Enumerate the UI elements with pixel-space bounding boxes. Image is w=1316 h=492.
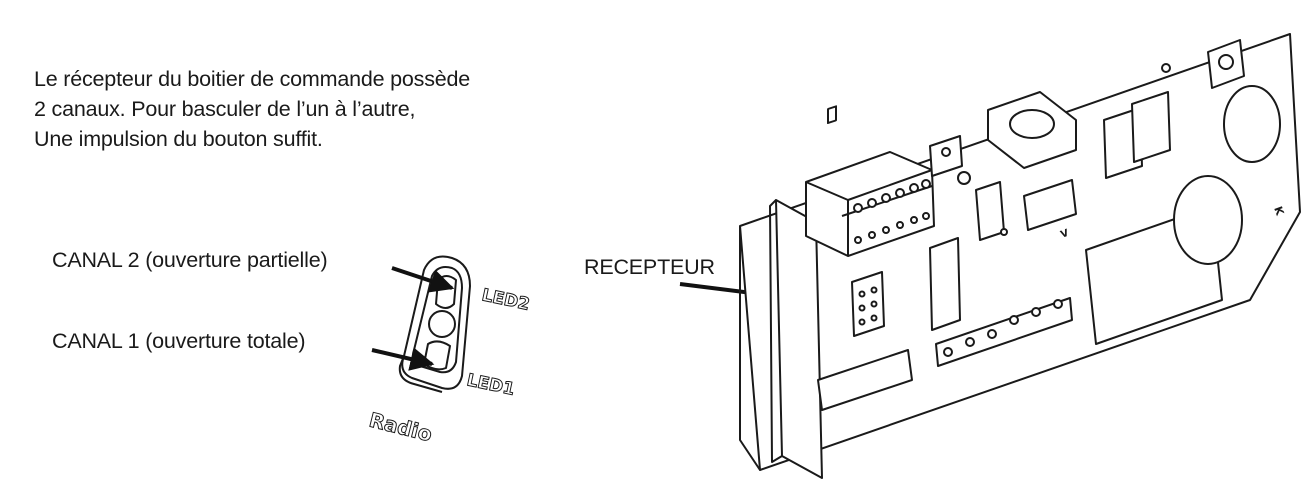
connector-mark-v: V bbox=[1059, 228, 1070, 241]
led1-label: LED1 bbox=[465, 370, 516, 400]
intro-line-3: Une impulsion du bouton suffit. bbox=[34, 127, 323, 151]
recepteur-label: RECEPTEUR bbox=[584, 255, 715, 279]
canal-1-arrow bbox=[371, 347, 435, 371]
led2-label: LED2 bbox=[480, 285, 531, 315]
control-board bbox=[739, 33, 1301, 479]
intro-line-1: Le récepteur du boitier de commande poss… bbox=[34, 67, 471, 91]
intro-line-2: 2 canaux. Pour basculer de l’un à l’autr… bbox=[34, 97, 416, 121]
canal-2-arrow bbox=[391, 266, 455, 293]
radio-button-module bbox=[398, 255, 471, 393]
radio-label: Radio bbox=[367, 408, 435, 447]
canal-2-label: CANAL 2 (ouverture partielle) bbox=[52, 248, 328, 272]
canal-1-label: CANAL 1 (ouverture totale) bbox=[52, 329, 306, 353]
intro-text: Le récepteur du boitier de commande poss… bbox=[34, 64, 470, 154]
